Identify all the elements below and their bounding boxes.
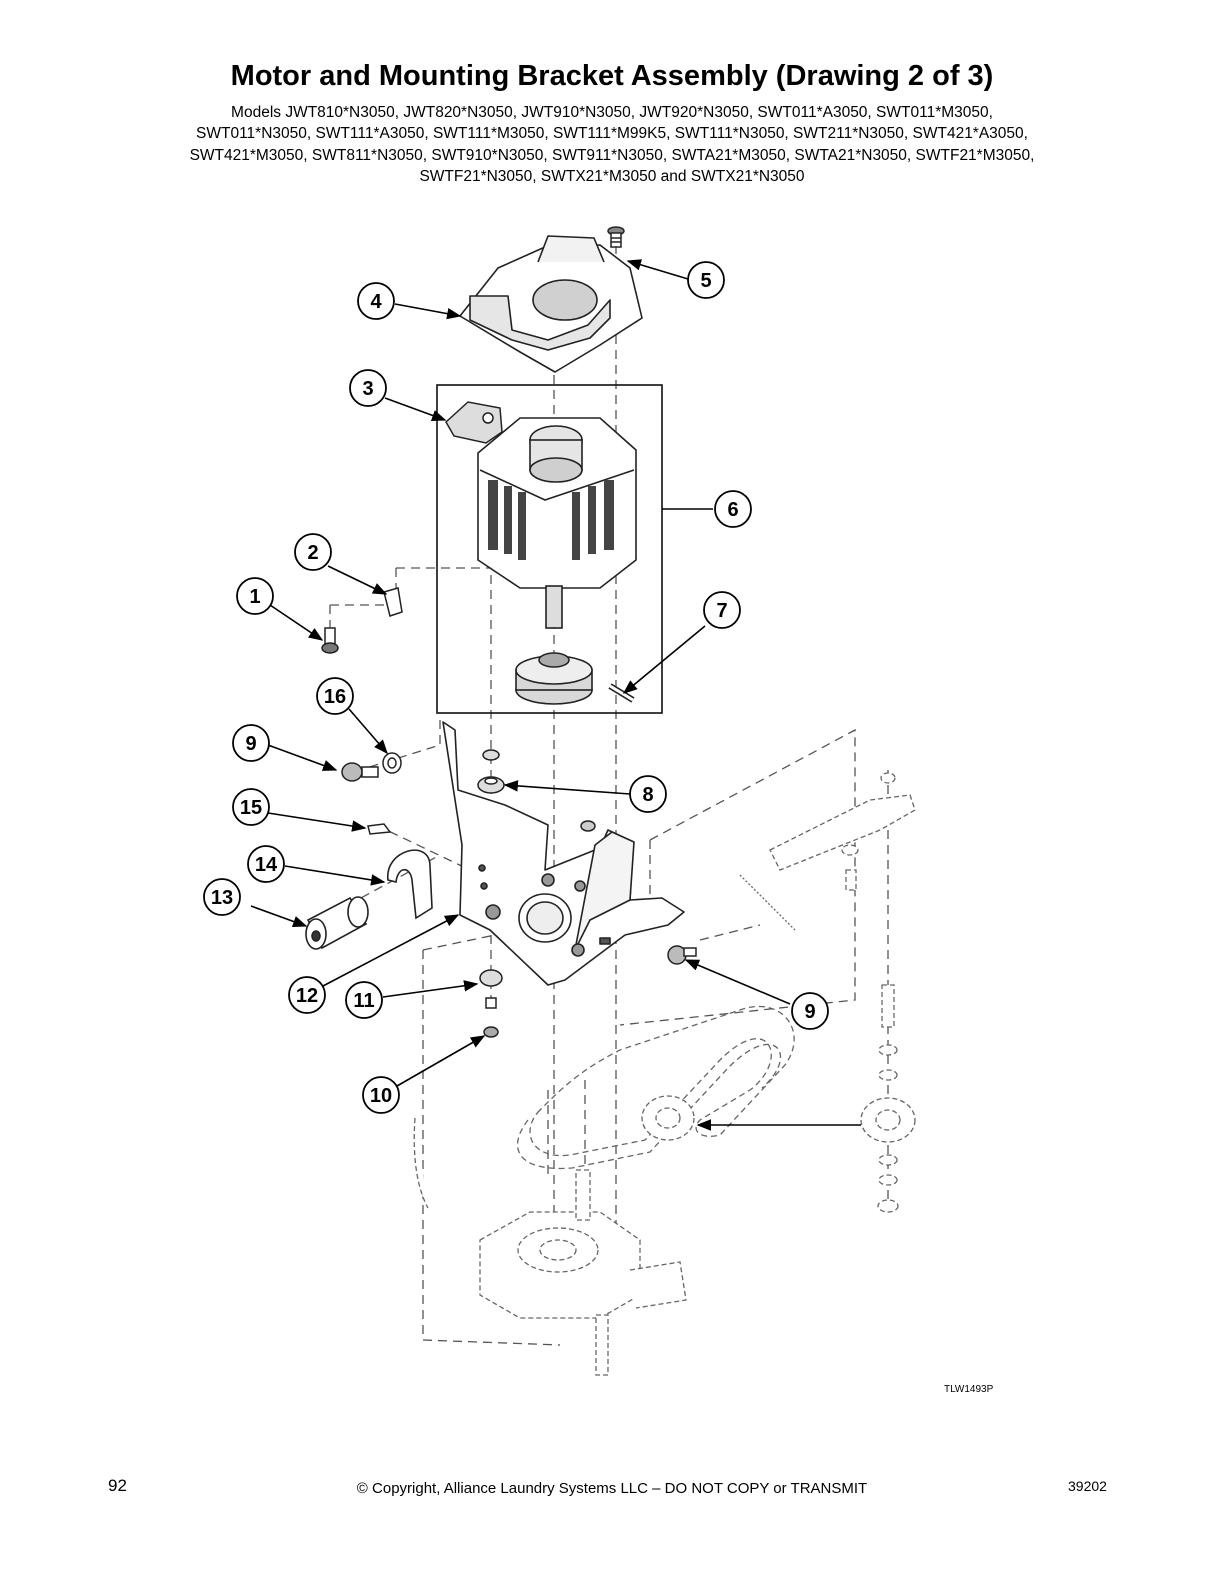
callout-label: 9 <box>804 1001 815 1023</box>
callout-label: 5 <box>700 270 711 292</box>
callout-label: 15 <box>240 797 262 819</box>
callout-circle <box>316 677 354 715</box>
callout-circle <box>203 878 241 916</box>
cover-screw <box>607 226 625 248</box>
motor-pulley <box>515 652 593 705</box>
callout-label: 1 <box>249 586 260 608</box>
page-title: Motor and Mounting Bracket Assembly (Dra… <box>230 60 994 92</box>
models-line-2: SWT011*N3050, SWT111*A3050, SWT111*M3050… <box>196 125 1028 142</box>
callout-circle <box>362 1076 400 1114</box>
capacitor-13 <box>305 896 369 950</box>
page-number: 92 <box>108 1476 127 1495</box>
callout-11: 11 <box>345 981 383 1019</box>
document-number: 39202 <box>1068 1478 1107 1494</box>
ground-clip <box>383 587 403 617</box>
callout-circle <box>232 788 270 826</box>
screw-15 <box>367 823 392 835</box>
callout-label: 14 <box>255 854 278 876</box>
callout-label: 3 <box>362 378 373 400</box>
models-line-3: SWT421*M3050, SWT811*N3050, SWT910*N3050… <box>189 147 1035 164</box>
callout-7: 7 <box>703 591 741 629</box>
callout-circle <box>629 775 667 813</box>
callout-15: 15 <box>232 788 270 826</box>
callout-circle <box>247 845 285 883</box>
callout-9-right: 9 <box>791 992 829 1030</box>
pump <box>413 1117 687 1376</box>
screw-1 <box>321 627 339 654</box>
motor-box-outline <box>436 384 663 714</box>
callout-label: 13 <box>211 887 233 909</box>
roll-pin <box>608 683 635 703</box>
bracket-nut <box>580 820 596 832</box>
callout-label: 16 <box>324 686 346 708</box>
motor-clip <box>445 401 503 444</box>
callout-circle <box>288 976 326 1014</box>
callout-6: 6 <box>714 490 752 528</box>
callout-circle <box>294 533 332 571</box>
nut-10 <box>483 1026 499 1038</box>
callout-5: 5 <box>687 261 725 299</box>
bolt-9-right <box>667 945 697 965</box>
callout-circle <box>349 369 387 407</box>
motor <box>477 417 637 629</box>
callout-label: 11 <box>353 990 374 1012</box>
callout-label: 12 <box>296 985 318 1007</box>
belt <box>516 1005 795 1170</box>
callout-circle <box>714 490 752 528</box>
callout-1: 1 <box>236 577 274 615</box>
callout-4: 4 <box>357 282 395 320</box>
models-line-4: SWTF21*N3050, SWTX21*M3050 and SWTX21*N3… <box>419 168 805 185</box>
models-line-1: Models JWT810*N3050, JWT820*N3050, JWT91… <box>231 104 993 121</box>
callout-2: 2 <box>294 533 332 571</box>
alignment-lines <box>329 245 889 1346</box>
callout-circle <box>703 591 741 629</box>
callout-3: 3 <box>349 369 387 407</box>
callout-circle <box>791 992 829 1030</box>
callout-label: 8 <box>642 784 653 806</box>
bolt-9-left <box>341 762 379 782</box>
callout-circle <box>687 261 725 299</box>
mounting-bracket <box>442 721 685 986</box>
drawing-id: TLW1493P <box>944 1384 994 1395</box>
copyright-notice: © Copyright, Alliance Laundry Systems LL… <box>356 1480 868 1497</box>
callout-label: 2 <box>307 542 318 564</box>
clamp-14 <box>387 849 433 920</box>
callout-label: 9 <box>245 733 256 755</box>
idler-pulley <box>641 984 916 1213</box>
callout-13: 13 <box>203 878 241 916</box>
callout-label: 10 <box>370 1085 392 1107</box>
callout-circle <box>345 981 383 1019</box>
leader-lines <box>250 259 861 1131</box>
callout-9-left: 9 <box>232 724 270 762</box>
callout-16: 16 <box>316 677 354 715</box>
callout-label: 4 <box>370 291 382 313</box>
washer-16 <box>382 752 402 774</box>
callout-circle <box>357 282 395 320</box>
callout-12: 12 <box>288 976 326 1014</box>
callout-label: 6 <box>727 499 738 521</box>
tensioner-arm <box>739 772 916 931</box>
callout-circle <box>236 577 274 615</box>
motor-cover <box>459 235 643 373</box>
callout-14: 14 <box>247 845 285 883</box>
callout-10: 10 <box>362 1076 400 1114</box>
grommet-11 <box>479 969 503 1009</box>
callout-circle <box>232 724 270 762</box>
callout-label: 7 <box>716 600 727 622</box>
callout-8: 8 <box>629 775 667 813</box>
